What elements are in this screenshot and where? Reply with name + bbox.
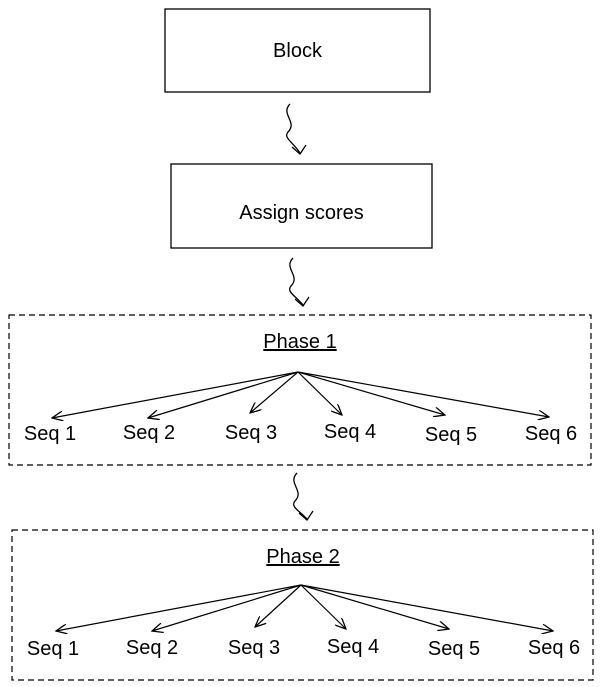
- phase-1-title: Phase 1: [263, 331, 336, 353]
- arrow-to-seq-3: [255, 584, 302, 627]
- arrow-to-seq-4: [297, 371, 342, 415]
- arrow-to-seq-5: [297, 371, 445, 415]
- arrow-to-seq-4: [300, 584, 346, 629]
- phase-1-seq-2-label: Seq 2: [123, 422, 175, 444]
- squiggle-arrowhead: [298, 510, 314, 521]
- phase-1-seq-3-label: Seq 3: [225, 422, 277, 444]
- phase-1-seq-5-label: Seq 5: [425, 424, 477, 446]
- phase-2-seq-2-label: Seq 2: [126, 637, 178, 659]
- phase-2-seq-4-label: Seq 4: [327, 636, 379, 658]
- phase-2-seq-5-label: Seq 5: [428, 638, 480, 660]
- arrow-to-seq-6: [297, 371, 549, 417]
- squiggle-arrowhead: [291, 144, 307, 155]
- connector-block-to-assign-scores: [286, 103, 307, 155]
- squiggle-arrowhead: [294, 296, 310, 307]
- assign-scores-label: Assign scores: [239, 202, 364, 224]
- phase-2-sequences: Seq 1 Seq 2 Seq 3 Seq 4 Seq 5 Seq 6: [27, 636, 580, 660]
- phase-1-seq-4-label: Seq 4: [324, 421, 376, 443]
- phase-2-title: Phase 2: [266, 546, 339, 568]
- phase-2-arrows: [56, 584, 553, 631]
- connector-assign-scores-to-phase-1: [289, 257, 310, 307]
- phase-1-sequences: Seq 1 Seq 2 Seq 3 Seq 4 Seq 5 Seq 6: [24, 421, 577, 446]
- arrow-to-seq-1: [52, 371, 299, 418]
- phase-2-seq-1-label: Seq 1: [27, 638, 79, 660]
- squiggle-arrow: [293, 472, 308, 520]
- phase-2-seq-6-label: Seq 6: [528, 637, 580, 659]
- phase-2-group: Phase 2 Seq 1 Seq 2 Seq 3 Seq 4 Seq 5 Se…: [11, 529, 594, 681]
- squiggle-arrow: [289, 257, 304, 306]
- connector-phase-1-to-phase-2: [293, 472, 314, 521]
- arrow-to-seq-5: [300, 584, 449, 629]
- arrow-to-seq-6: [300, 584, 553, 631]
- assign-scores-node: Assign scores: [170, 163, 433, 249]
- block-node: Block: [164, 8, 431, 93]
- squiggle-arrow: [286, 103, 301, 154]
- phase-2-seq-3-label: Seq 3: [228, 637, 280, 659]
- phase-1-seq-1-label: Seq 1: [24, 423, 76, 445]
- phase-2-dashed-box: [11, 529, 594, 681]
- phase-1-group: Phase 1 Seq 1 Seq 2 Seq 3 Seq 4 Seq 5 Se…: [8, 314, 592, 466]
- phase-1-dashed-box: [8, 314, 592, 466]
- block-box: [164, 8, 431, 93]
- block-label: Block: [273, 40, 323, 62]
- arrow-to-seq-1: [56, 584, 302, 631]
- assign-scores-box: [170, 163, 433, 249]
- arrow-to-seq-2: [152, 584, 302, 631]
- arrow-to-seq-3: [250, 371, 299, 413]
- phase-1-arrows: [52, 371, 549, 418]
- phase-1-seq-6-label: Seq 6: [525, 423, 577, 445]
- arrow-to-seq-2: [148, 371, 299, 418]
